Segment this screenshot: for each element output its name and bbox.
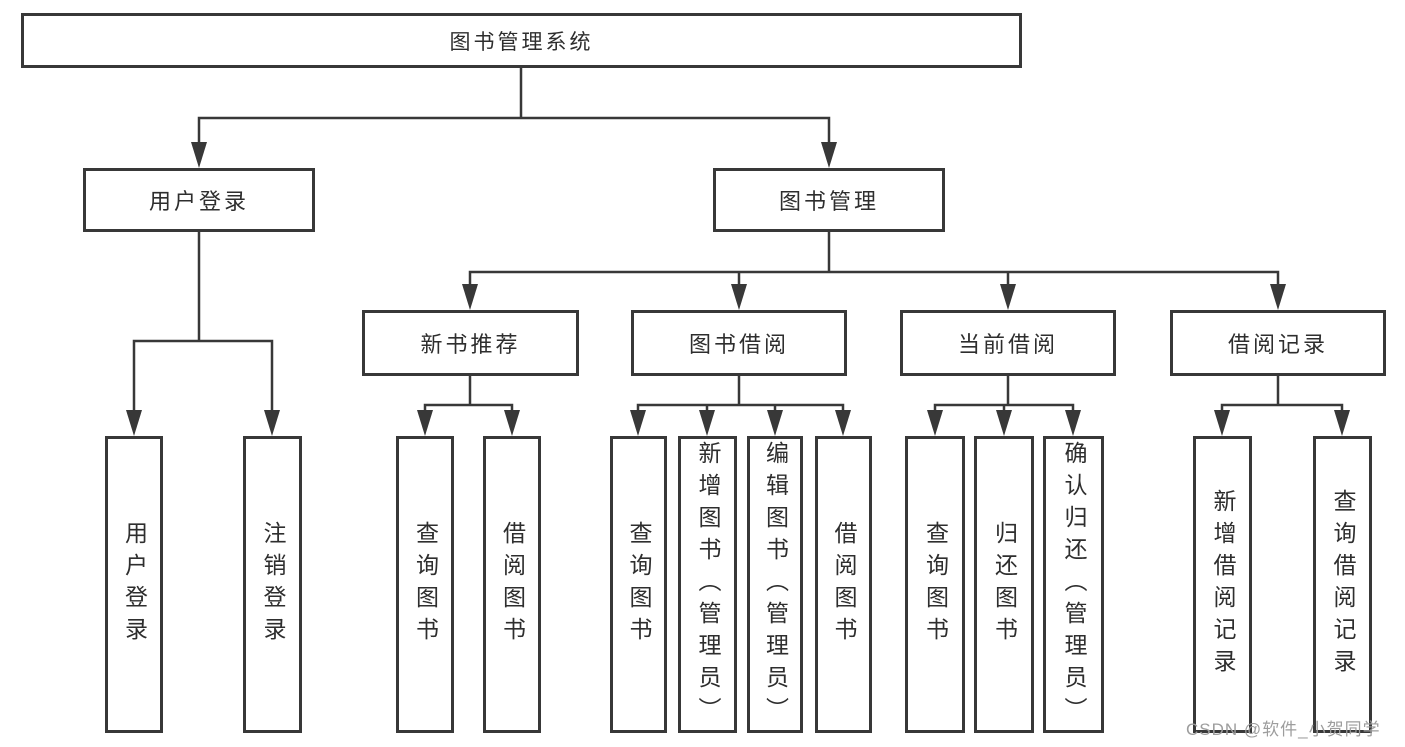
leaf-edit-book-admin: 编辑图书（管理员） (747, 436, 803, 733)
node-book-borrowing: 图书借阅 (631, 310, 847, 376)
leaf-add-borrow-record-label: 新增借阅记录 (1210, 488, 1236, 681)
node-current-borrowing: 当前借阅 (900, 310, 1116, 376)
leaf-query-books-recommend: 查询图书 (396, 436, 454, 733)
leaf-query-books-current-label: 查询图书 (922, 520, 949, 649)
leaf-add-book-admin-label: 新增图书（管理员） (695, 440, 721, 729)
node-new-book-recommendation: 新书推荐 (362, 310, 579, 376)
node-borrowing-records: 借阅记录 (1170, 310, 1386, 376)
node-book-management: 图书管理 (713, 168, 945, 232)
csdn-watermark: CSDN @软件_小贺同学 (1186, 720, 1381, 739)
leaf-query-borrow-record: 查询借阅记录 (1313, 436, 1372, 733)
node-new-book-recommendation-label: 新书推荐 (420, 332, 521, 357)
leaf-add-borrow-record: 新增借阅记录 (1193, 436, 1252, 733)
leaf-query-books-borrowing-label: 查询图书 (626, 520, 652, 649)
node-book-management-label: 图书管理 (778, 189, 879, 214)
leaf-confirm-return-admin: 确认归还（管理员） (1043, 436, 1104, 733)
node-borrowing-records-label: 借阅记录 (1227, 332, 1328, 357)
node-library-management-system: 图书管理系统 (21, 13, 1022, 68)
leaf-edit-book-admin-label: 编辑图书（管理员） (762, 440, 789, 729)
leaf-query-books-recommend-label: 查询图书 (412, 520, 439, 649)
node-current-borrowing-label: 当前借阅 (957, 332, 1058, 357)
leaf-return-books: 归还图书 (974, 436, 1034, 733)
leaf-user-login-label: 用户登录 (121, 520, 148, 649)
leaf-confirm-return-admin-label: 确认归还（管理员） (1061, 440, 1087, 729)
leaf-query-borrow-record-label: 查询借阅记录 (1330, 488, 1356, 681)
leaf-query-books-borrowing: 查询图书 (610, 436, 667, 733)
leaf-logout-label: 注销登录 (260, 520, 286, 649)
arrowheads (126, 142, 1350, 436)
leaf-user-login: 用户登录 (105, 436, 163, 733)
leaf-borrow-books-recommend: 借阅图书 (483, 436, 541, 733)
node-user-login-label: 用户登录 (148, 189, 249, 214)
node-book-borrowing-label: 图书借阅 (688, 332, 789, 357)
leaf-query-books-current: 查询图书 (905, 436, 965, 733)
node-library-management-system-label: 图书管理系统 (449, 30, 594, 54)
leaf-borrow-books-borrowing: 借阅图书 (815, 436, 872, 733)
node-user-login: 用户登录 (83, 168, 315, 232)
leaf-borrow-books-borrowing-label: 借阅图书 (831, 520, 857, 649)
leaf-logout: 注销登录 (243, 436, 302, 733)
leaf-borrow-books-recommend-label: 借阅图书 (499, 520, 526, 649)
connector-trunks (132, 66, 1344, 420)
leaf-add-book-admin: 新增图书（管理员） (678, 436, 737, 733)
leaf-return-books-label: 归还图书 (991, 520, 1018, 649)
